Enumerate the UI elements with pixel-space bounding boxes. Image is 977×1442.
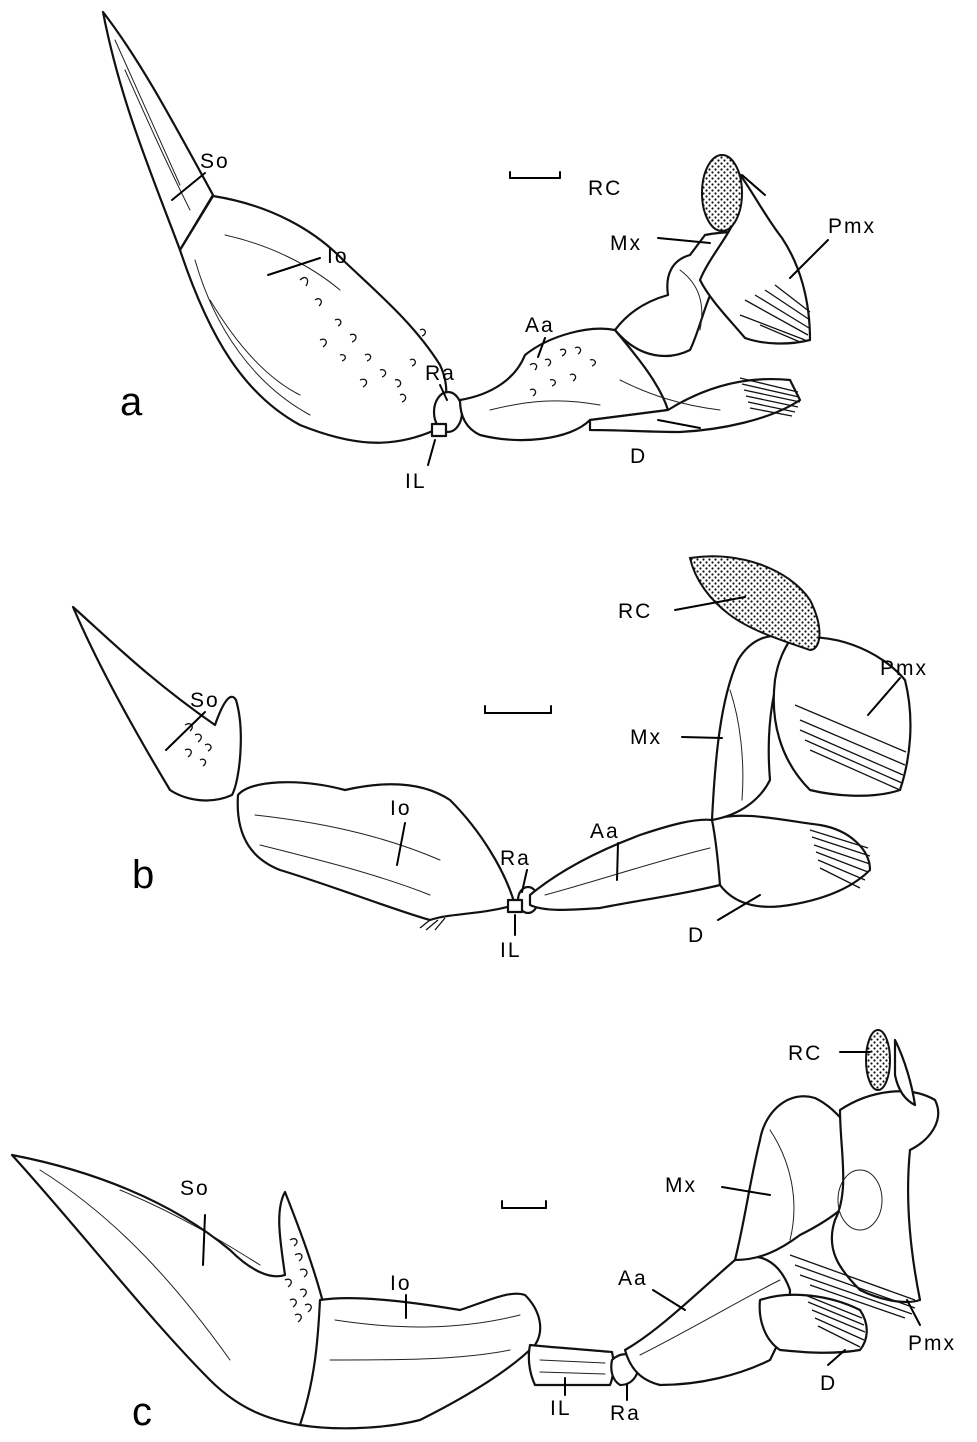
label-aa-a: Aa bbox=[525, 314, 555, 337]
label-io-c: Io bbox=[390, 1272, 412, 1295]
label-rc-b: RC bbox=[618, 600, 652, 623]
anguloarticular-bone-b bbox=[530, 820, 722, 910]
panel-c: So Io Ra IL Aa D Mx RC Pmx c bbox=[12, 1030, 956, 1434]
suborbital-bone-c bbox=[12, 1155, 325, 1425]
label-pmx-c: Pmx bbox=[908, 1332, 956, 1355]
interopercle-ligament-c bbox=[529, 1345, 614, 1385]
label-rc-a: RC bbox=[588, 177, 622, 200]
label-aa-c: Aa bbox=[618, 1267, 648, 1290]
rostral-cartilage-c bbox=[866, 1030, 890, 1090]
infraorbital-bone-b bbox=[238, 782, 515, 920]
label-il-a: IL bbox=[405, 470, 427, 493]
panel-label-a: a bbox=[120, 380, 143, 424]
interopercle-ligament-a bbox=[432, 424, 446, 436]
label-d-a: D bbox=[630, 445, 647, 468]
label-so-c: So bbox=[180, 1177, 210, 1200]
premaxilla-bone-c bbox=[832, 1091, 938, 1302]
interopercle-ligament-b bbox=[508, 900, 522, 912]
panel-label-b: b bbox=[132, 853, 154, 897]
label-mx-a: Mx bbox=[610, 232, 642, 255]
label-rc-c: RC bbox=[788, 1042, 822, 1065]
label-io-b: Io bbox=[390, 797, 412, 820]
label-so-b: So bbox=[190, 689, 220, 712]
rostral-cartilage-a bbox=[702, 155, 742, 231]
panel-a: So Io Ra IL Aa D Mx RC Pmx a bbox=[103, 12, 876, 493]
suborbital-bone-a bbox=[103, 12, 213, 250]
label-ra-b: Ra bbox=[500, 847, 531, 870]
panel-label-c: c bbox=[132, 1390, 152, 1434]
label-pmx-b: Pmx bbox=[880, 657, 928, 680]
label-pmx-a: Pmx bbox=[828, 215, 876, 238]
dentary-bone-b bbox=[712, 816, 870, 907]
infraorbital-bone-c bbox=[300, 1294, 540, 1429]
label-d-c: D bbox=[820, 1372, 837, 1395]
label-mx-b: Mx bbox=[630, 726, 662, 749]
label-ra-a: Ra bbox=[425, 362, 456, 385]
label-mx-c: Mx bbox=[665, 1174, 697, 1197]
label-il-c: IL bbox=[550, 1397, 572, 1420]
panel-b: So Io Ra IL Aa D Mx RC Pmx b bbox=[73, 556, 928, 962]
label-ra-c: Ra bbox=[610, 1402, 641, 1425]
label-io-a: Io bbox=[327, 245, 349, 268]
label-aa-b: Aa bbox=[590, 820, 620, 843]
infraorbital-bone-a bbox=[180, 196, 446, 443]
label-so-a: So bbox=[200, 150, 230, 173]
label-il-b: IL bbox=[500, 939, 522, 962]
label-d-b: D bbox=[688, 924, 705, 947]
